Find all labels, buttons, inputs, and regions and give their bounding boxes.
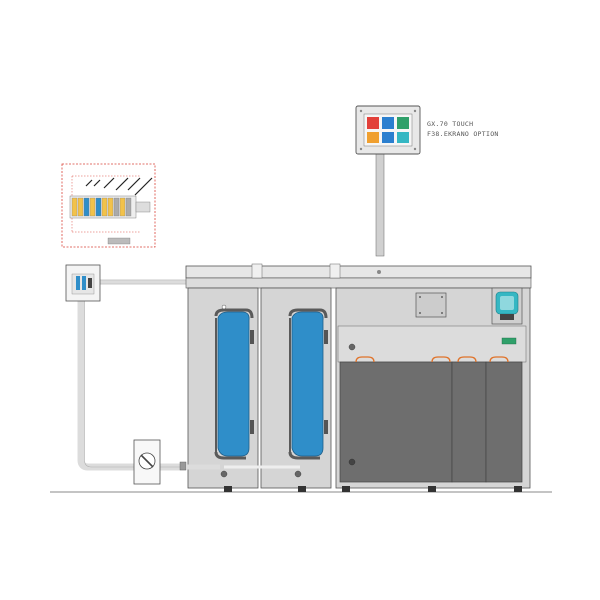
inspection-panel [415,292,447,318]
terminal-blocks [71,197,132,217]
rotary-disconnect-switch-icon [133,439,187,485]
tank-section-3 [485,361,523,483]
schematic-labels [85,177,153,196]
electrical-box [65,264,101,302]
top-rail [185,265,532,279]
touch-panel-mast [371,147,389,257]
screen-tile-blue [382,117,394,129]
pump-unit [491,287,523,325]
annotation-line-1: GX.70 TOUCH [427,120,473,128]
top-cover [185,277,532,289]
electrical-schematic [61,163,156,248]
machine-body [185,263,532,492]
touch-screen-panel-icon [355,105,421,155]
panel-knob [348,343,356,351]
screen-tile-teal [397,132,409,143]
screen-tile-orange [367,132,379,143]
screen-tile-blue-2 [382,132,394,143]
status-indicator [501,337,517,345]
cable-conduit [77,279,190,471]
schematic-connector [107,237,131,245]
annotation-line-2: F38.EKRANO OPTION [427,130,499,138]
drain-valve [348,458,356,466]
schematic-relay [135,201,151,213]
screen-tile-red [367,117,379,129]
filter-cartridge-left [214,304,254,478]
tank-handles [355,356,509,363]
machine-feet [224,486,522,492]
screen-tile-green [397,117,409,129]
tank-section-2 [451,361,487,483]
tank-section-1 [339,361,453,483]
filter-cartridge-middle [288,308,328,478]
